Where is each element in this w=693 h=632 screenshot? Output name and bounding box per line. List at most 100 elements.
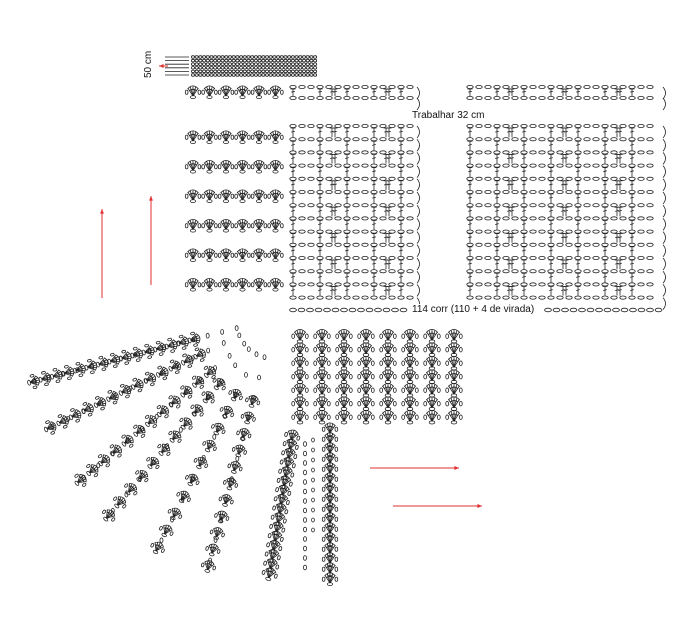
chain-stitch-icon bbox=[220, 66, 225, 70]
chain-stitch-icon bbox=[397, 242, 405, 247]
chain-stitch-icon bbox=[301, 69, 306, 74]
chain-stitch-icon bbox=[325, 137, 333, 142]
chain-stitch-icon bbox=[475, 203, 483, 208]
chain-stitch-icon bbox=[309, 58, 314, 63]
double-crochet-icon bbox=[494, 233, 500, 243]
double-crochet-icon bbox=[467, 219, 473, 230]
shell-stitch-icon bbox=[217, 218, 235, 233]
double-crochet-icon bbox=[467, 259, 473, 270]
chain-stitch-icon bbox=[244, 372, 248, 378]
chain-stitch-icon bbox=[397, 137, 405, 142]
chain-stitch-icon bbox=[619, 295, 627, 300]
turning-loop bbox=[662, 125, 666, 139]
chain-stitch-icon bbox=[466, 295, 474, 300]
chain-stitch-icon bbox=[235, 55, 240, 59]
shell-stitch-icon bbox=[214, 510, 230, 524]
shell-stitch-icon bbox=[245, 395, 261, 408]
chain-stitch-icon bbox=[307, 124, 315, 129]
double-crochet-icon bbox=[383, 233, 389, 243]
chain-stitch-icon bbox=[298, 269, 306, 274]
chain-stitch-icon bbox=[493, 176, 501, 181]
chain-stitch-icon bbox=[556, 137, 564, 142]
chain-stitch-icon bbox=[397, 189, 405, 194]
chain-stitch-icon bbox=[502, 242, 510, 247]
chain-stitch-icon bbox=[253, 62, 258, 66]
chain-stitch-icon bbox=[302, 555, 307, 561]
turning-loop bbox=[662, 191, 666, 205]
chain-stitch-icon bbox=[493, 229, 501, 234]
chain-stitch-icon bbox=[323, 307, 331, 313]
chain-stitch-icon bbox=[556, 96, 564, 101]
double-crochet-icon bbox=[602, 219, 608, 230]
chain-stitch-icon bbox=[601, 242, 609, 247]
chain-stitch-icon bbox=[619, 255, 627, 260]
chain-stitch-icon bbox=[311, 487, 315, 493]
chain-stitch-icon bbox=[592, 96, 600, 101]
chain-stitch-icon bbox=[547, 255, 555, 260]
chain-stitch-icon bbox=[302, 507, 307, 514]
double-crochet-icon bbox=[344, 127, 350, 138]
double-crochet-icon bbox=[398, 206, 404, 217]
double-crochet-icon bbox=[344, 259, 350, 270]
chain-stitch-icon bbox=[511, 282, 519, 287]
chain-stitch-icon bbox=[224, 62, 229, 66]
double-crochet-icon bbox=[290, 180, 296, 190]
chain-stitch-icon bbox=[637, 242, 645, 247]
turning-loop bbox=[416, 152, 420, 165]
chain-stitch-icon bbox=[574, 229, 582, 234]
shell-stitch-icon bbox=[357, 369, 375, 384]
double-crochet-icon bbox=[563, 127, 569, 138]
chain-stitch-icon bbox=[365, 307, 374, 313]
chain-stitch-icon bbox=[391, 307, 399, 313]
chain-stitch-icon bbox=[601, 269, 609, 274]
shell-stitch-icon bbox=[124, 483, 138, 496]
chain-stitch-icon bbox=[361, 255, 369, 260]
chain-stitch-icon bbox=[361, 85, 369, 90]
double-crochet-icon bbox=[467, 233, 473, 243]
chain-stitch-icon bbox=[637, 295, 645, 300]
double-crochet-icon bbox=[614, 285, 620, 296]
double-crochet-icon bbox=[521, 206, 527, 217]
chain-stitch-icon bbox=[397, 150, 405, 155]
chain-stitch-icon bbox=[147, 348, 152, 354]
chain-stitch-icon bbox=[227, 353, 232, 359]
chain-stitch-icon bbox=[316, 282, 324, 287]
chain-stitch-icon bbox=[302, 450, 307, 457]
chain-stitch-icon bbox=[565, 124, 573, 129]
shell-stitch-icon bbox=[445, 383, 463, 398]
chain-stitch-icon bbox=[406, 163, 414, 168]
chain-stitch-icon bbox=[289, 295, 297, 300]
double-crochet-icon bbox=[575, 193, 581, 204]
chain-stitch-icon bbox=[290, 73, 295, 77]
chain-stitch-icon bbox=[502, 85, 510, 90]
chain-stitch-icon bbox=[637, 307, 646, 313]
chain-stitch-icon bbox=[565, 295, 573, 300]
chain-stitch-icon bbox=[502, 137, 510, 142]
chain-stitch-icon bbox=[370, 124, 378, 129]
chain-stitch-icon bbox=[289, 85, 297, 90]
chain-stitch-icon bbox=[379, 255, 387, 260]
double-crochet-icon bbox=[548, 180, 554, 190]
chain-stitch-icon bbox=[406, 255, 414, 260]
chain-stitch-icon bbox=[601, 85, 609, 90]
chain-stitch-icon bbox=[637, 137, 645, 142]
chain-stitch-icon bbox=[307, 295, 315, 300]
chain-stitch-icon bbox=[224, 66, 229, 70]
chain-stitch-icon bbox=[289, 150, 297, 155]
chain-stitch-icon bbox=[209, 55, 214, 59]
double-crochet-icon bbox=[467, 88, 473, 96]
double-crochet-icon bbox=[398, 167, 404, 177]
shell-stitch-icon bbox=[250, 248, 268, 263]
chain-stitch-icon bbox=[547, 229, 555, 234]
chain-stitch-icon bbox=[307, 163, 315, 168]
double-crochet-icon bbox=[560, 153, 566, 164]
chain-stitch-icon bbox=[637, 229, 645, 234]
chain-stitch-icon bbox=[520, 242, 528, 247]
double-crochet-icon bbox=[290, 272, 296, 283]
double-crochet-icon bbox=[344, 219, 350, 230]
chain-stitch-icon bbox=[475, 269, 483, 274]
double-crochet-icon bbox=[344, 180, 350, 190]
double-crochet-icon bbox=[575, 259, 581, 270]
chain-stitch-icon bbox=[484, 282, 492, 287]
chain-stitch-icon bbox=[289, 216, 297, 221]
